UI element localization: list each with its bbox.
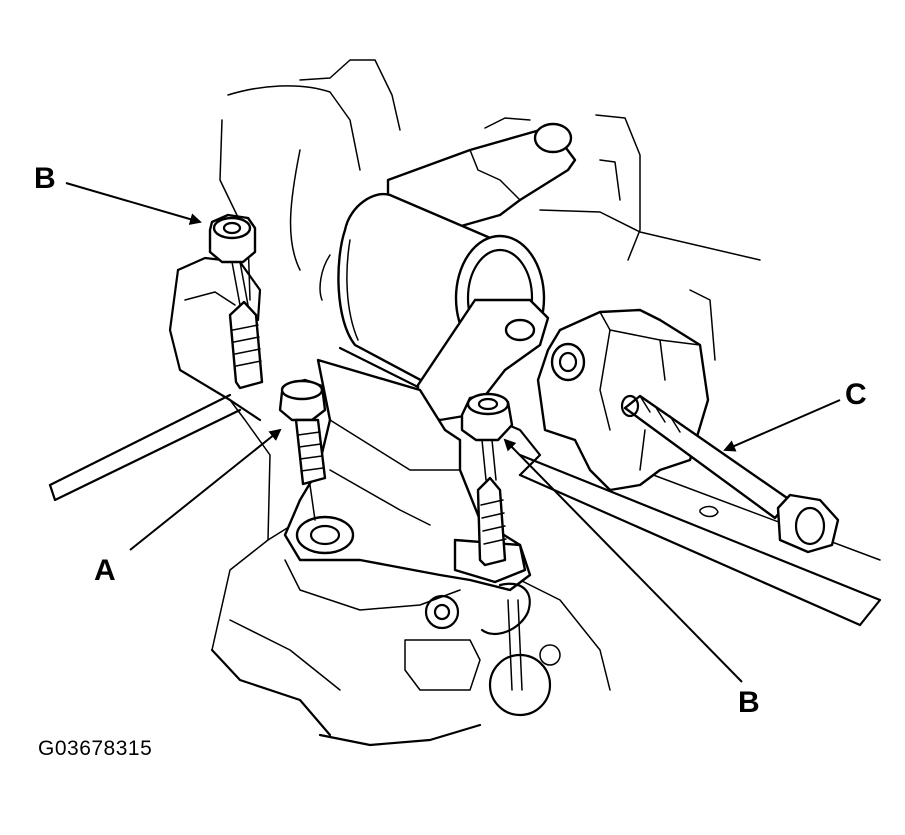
callout-c: C	[845, 378, 867, 411]
leader-a	[129, 428, 282, 551]
callout-b-bottom: B	[738, 686, 760, 719]
leader-c	[723, 399, 841, 452]
bolt-c	[620, 394, 840, 554]
bolt-b-top	[208, 213, 264, 390]
bolt-a	[278, 378, 327, 521]
callout-a: A	[94, 554, 116, 587]
callout-leaders	[65, 182, 841, 683]
bolt-b-bottom	[460, 392, 514, 567]
leader-b-top	[65, 182, 202, 225]
leader-b-bottom	[503, 438, 743, 683]
mount-arm	[283, 298, 550, 592]
callout-b-top: B	[34, 162, 56, 195]
figure-code: G03678315	[38, 737, 153, 760]
lower-housing	[284, 559, 561, 717]
